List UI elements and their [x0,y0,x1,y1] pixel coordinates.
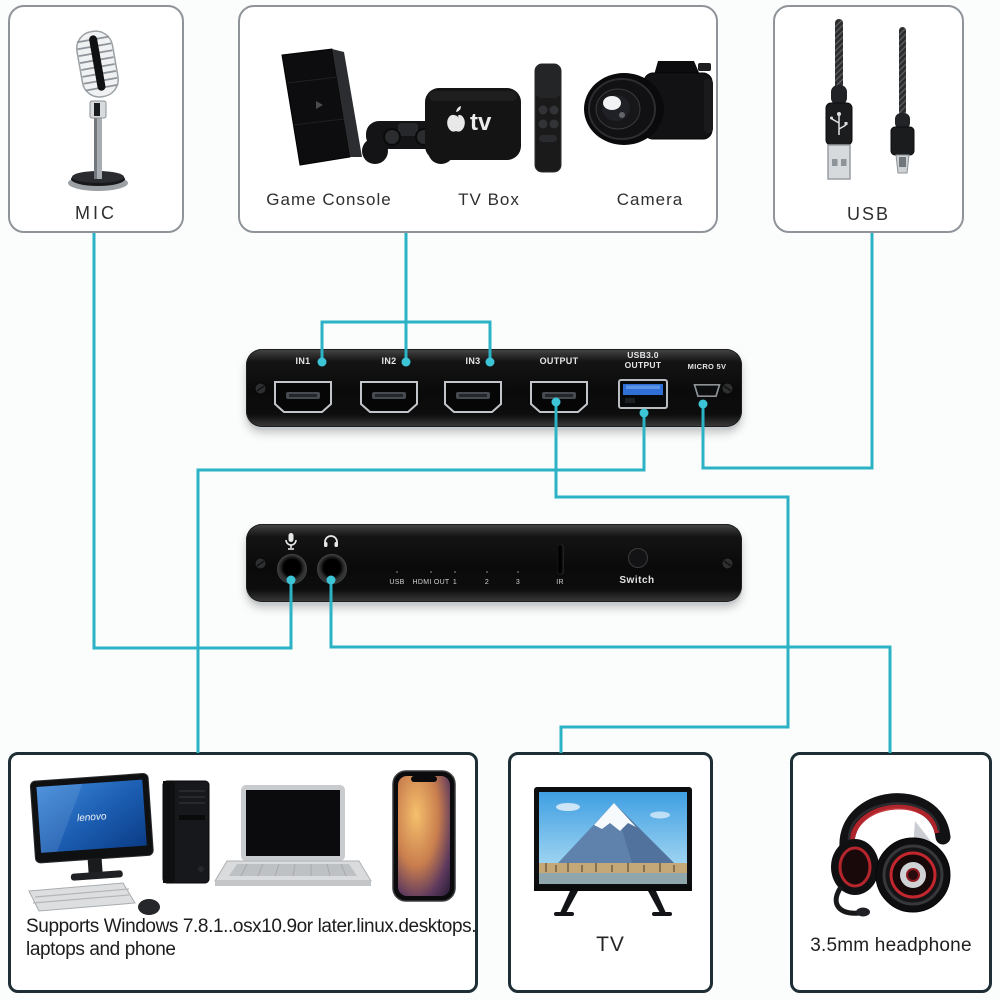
usb3-label-line1: USB3.0 [627,350,659,360]
led-3 [517,571,519,573]
back-label-hdmi-out: HDMI OUT [412,579,450,586]
hdmi-out-led [430,571,432,573]
headphone-3.5mm-jack [317,554,347,584]
usb-box-label: USB [846,204,890,224]
tv-box-icon: tv [425,63,562,173]
hdmi-in3-port: IN3 [442,349,504,427]
tv-display-box: TV [508,752,713,993]
mic-box-label: MIC [75,203,117,223]
wire-headphone-jack-to-headphone [329,580,892,753]
tv-label: TV [596,933,625,956]
phone-icon [392,770,456,902]
headphone-label: 3.5mm headphone [810,935,972,956]
usb3-label-line2: OUTPUT [624,359,662,370]
caption-line-2: laptops and phone [26,939,176,960]
back-label-ir: IR [556,579,564,586]
screw-icon [254,382,267,395]
camera-label: Camera [616,190,684,209]
monitor-logo-text: lenovo [77,811,108,824]
hdmi-port-icon [444,381,502,413]
led-2 [486,571,488,573]
hdmi-in2-port: IN2 [358,349,420,427]
hdmi-output-label: OUTPUT [539,356,579,366]
led-1 [454,571,456,573]
headphone-box: 3.5mm headphone [790,752,992,993]
back-label-3: 3 [515,579,521,586]
back-label-1: 1 [452,579,458,586]
sources-box: tv Game Console TV Box Camera [238,5,718,233]
mic-box: MIC [8,5,184,233]
game-console-label: Game Console [266,190,392,209]
usb3-output-label: USB3.0 OUTPUT [617,350,669,370]
desktop-computer-icon: lenovo [28,773,210,915]
back-label-usb: USB [389,579,405,586]
hdmi-port-icon [360,381,418,413]
hdmi-in1-label: IN1 [295,356,311,366]
hdmi-port-icon [274,381,332,413]
usb-led [396,571,398,573]
hdmi-in3-label: IN3 [465,356,481,366]
usb-cables-icon [825,19,915,180]
gaming-headset-icon [831,793,951,917]
usb-a-port-icon [618,379,668,409]
hdmi-in2-label: IN2 [381,356,397,366]
brand-label: Switch [619,575,655,586]
usb-box: USB [773,5,964,233]
mic-jack-icon [285,533,297,550]
switch-back-panel: USB HDMI OUT 1 2 3 IR Switch [246,524,742,602]
laptop-icon [214,785,372,886]
caption-line-1: Supports Windows 7.8.1..osx10.9or later.… [26,916,477,937]
tv-icon [534,787,692,916]
compatibility-caption: Supports Windows 7.8.1..osx10.9or later.… [26,915,478,961]
usb3-output-port: USB3.0 OUTPUT [617,349,669,427]
hdmi-in1-port: IN1 [272,349,334,427]
camera-icon [584,61,713,145]
mic-3.5mm-jack [277,554,307,584]
headphone-jack-icon [324,535,338,547]
hdmi-port-icon [530,381,588,413]
appletv-logo-text: tv [470,109,492,136]
hdmi-output-port: OUTPUT [528,349,590,427]
switch-front-panel: IN1 IN2 IN3 OUTPUT [246,349,742,427]
back-label-2: 2 [484,579,490,586]
ir-window [557,544,563,575]
microphone-icon [68,30,128,191]
screw-icon [721,557,734,570]
tv-box-label: TV Box [458,190,520,209]
micro-usb-port-icon [693,383,721,398]
screw-icon [254,557,267,570]
computer-box: lenovo [8,752,478,993]
select-button [628,548,648,568]
micro-usb-5v-port: MICRO 5V [679,349,735,427]
micro-5v-label: MICRO 5V [687,362,727,371]
